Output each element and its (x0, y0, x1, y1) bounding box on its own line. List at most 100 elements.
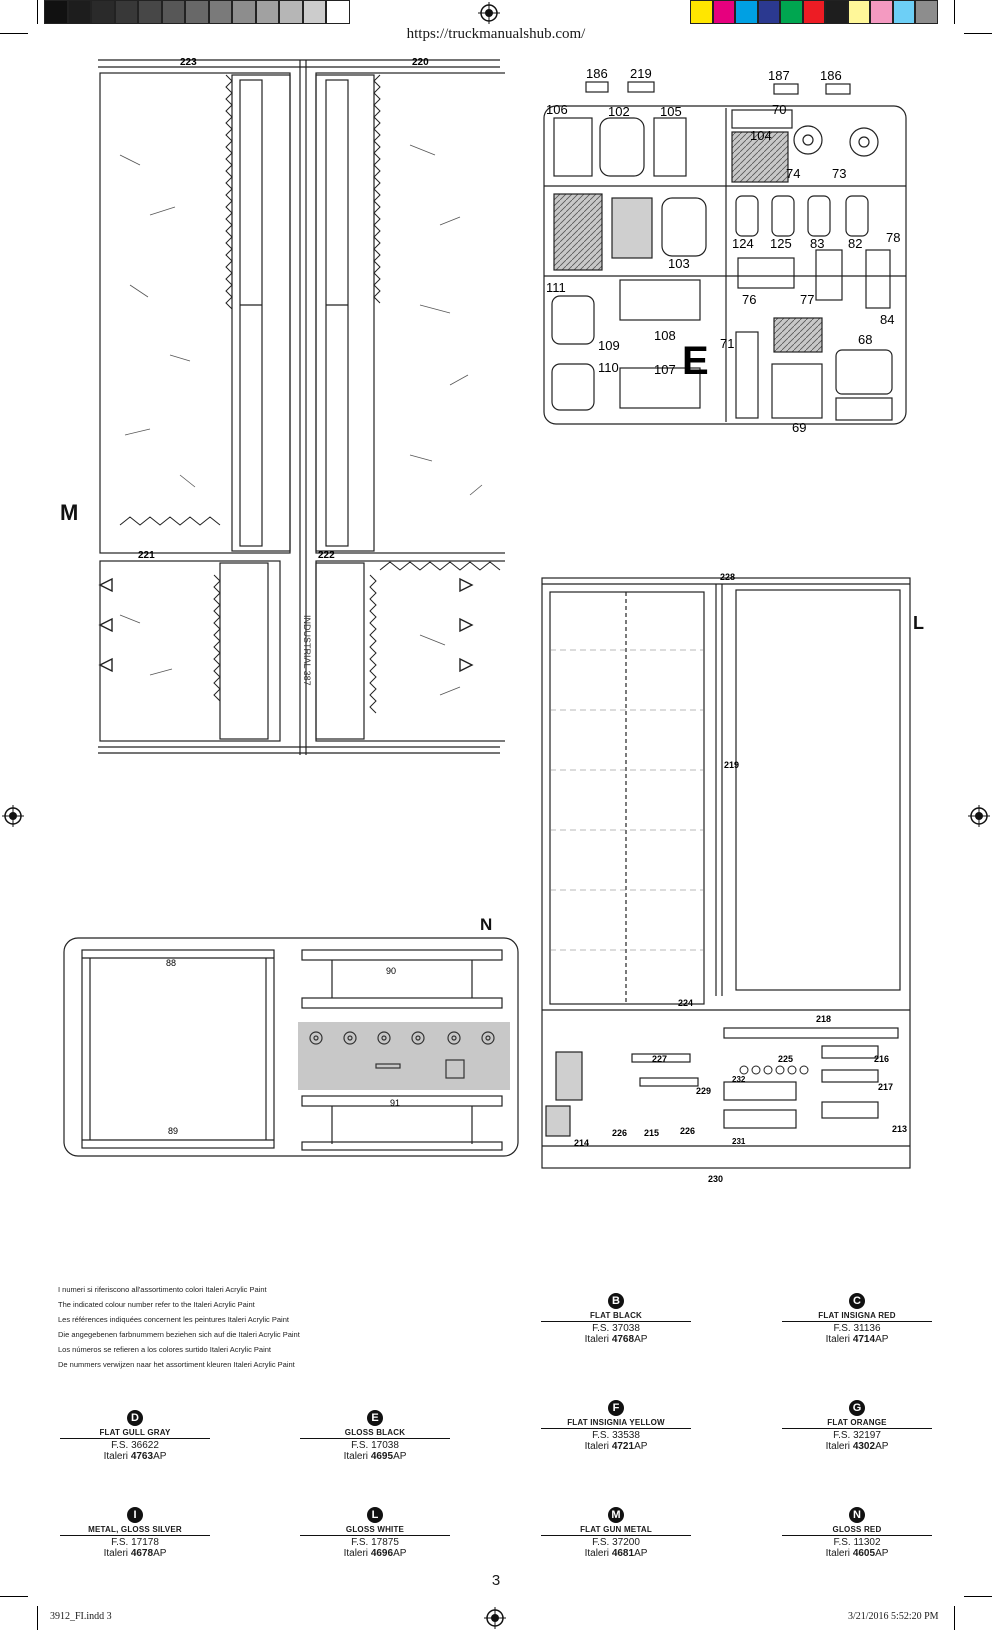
paint-suffix: AP (634, 1334, 648, 1345)
part-label: 215 (644, 1128, 659, 1138)
paint-code-badge: L (367, 1507, 383, 1523)
part-label: 216 (874, 1054, 889, 1064)
part-label: 125 (770, 236, 792, 251)
paint-name: Flat Insignia Yellow (541, 1418, 691, 1429)
gray-swatch (67, 0, 91, 24)
note-fr: Les références indiquées concernent les … (58, 1315, 289, 1324)
color-swatch (690, 0, 713, 24)
paint-fs: F.S. 37200 (592, 1537, 640, 1548)
gray-swatch (91, 0, 115, 24)
part-label: 76 (742, 292, 756, 307)
registration-mark-icon (2, 805, 24, 827)
part-label: 226 (680, 1126, 695, 1136)
part-label: 186 (586, 68, 608, 81)
paint-c: C Flat Insigna Red F.S. 31136 Italeri 47… (782, 1293, 932, 1345)
paint-fs: F.S. 31136 (833, 1323, 881, 1334)
crop-mark (954, 1606, 955, 1630)
paint-brand: Italeri (584, 1441, 610, 1452)
paint-brand: Italeri (825, 1548, 851, 1559)
part-label: 89 (168, 1126, 178, 1136)
part-label: 104 (750, 128, 772, 143)
paint-f: F Flat Insignia Yellow F.S. 33538 Italer… (541, 1400, 691, 1452)
registration-mark-icon (478, 2, 500, 24)
paint-i: I Metal, Gloss Silver F.S. 17178 Italeri… (60, 1507, 210, 1559)
paint-m: M Flat Gun Metal F.S. 37200 Italeri 4681… (541, 1507, 691, 1559)
paint-brand: Italeri (103, 1548, 129, 1559)
page-number: 3 (491, 1572, 501, 1589)
part-label: 219 (724, 760, 739, 770)
paint-suffix: AP (393, 1451, 407, 1462)
paint-fs: F.S. 17178 (111, 1537, 159, 1548)
part-label: 213 (892, 1124, 907, 1134)
paint-brand: Italeri (584, 1334, 610, 1345)
part-label: 232 (732, 1075, 746, 1084)
paint-name: Flat Black (541, 1311, 691, 1322)
paint-suffix: AP (393, 1548, 407, 1559)
part-label: 226 (612, 1128, 627, 1138)
registration-mark-icon (484, 1607, 506, 1629)
paint-l: L Gloss White F.S. 17875 Italeri 4696AP (300, 1507, 450, 1559)
paint-number: 4763 (130, 1451, 154, 1462)
sheet-letter-e: E (682, 339, 709, 383)
part-label: 69 (792, 420, 806, 435)
gray-swatch (138, 0, 162, 24)
part-label: 91 (390, 1098, 400, 1108)
paint-fs: F.S. 17875 (351, 1537, 399, 1548)
part-label: 124 (732, 236, 754, 251)
color-swatch (712, 0, 735, 24)
part-label: 187 (768, 68, 790, 83)
part-label: 103 (668, 256, 690, 271)
paint-name: Flat Gull Gray (60, 1428, 210, 1439)
part-label: 218 (816, 1014, 831, 1024)
color-swatch (915, 0, 938, 24)
crop-mark (37, 0, 38, 24)
paint-code-badge: N (849, 1507, 865, 1523)
paint-code-badge: I (127, 1507, 143, 1523)
part-label: 227 (652, 1054, 667, 1064)
paint-b: B Flat Black F.S. 37038 Italeri 4768AP (541, 1293, 691, 1345)
color-swatch (870, 0, 893, 24)
paint-fs: F.S. 32197 (833, 1430, 881, 1441)
part-label: 88 (166, 958, 176, 968)
paint-brand: Italeri (825, 1441, 851, 1452)
paint-code-badge: C (849, 1293, 865, 1309)
part-label: 105 (660, 104, 682, 119)
paint-number: 4696 (370, 1548, 394, 1559)
paint-fs: F.S. 37038 (592, 1323, 640, 1334)
part-label: 84 (880, 312, 894, 327)
footer-filename: 3912_FI.indd 3 (50, 1611, 112, 1622)
paint-fs: F.S. 17038 (351, 1440, 399, 1451)
paint-suffix: AP (153, 1451, 167, 1462)
part-label: 225 (778, 1054, 793, 1064)
paint-number: 4678 (130, 1548, 154, 1559)
part-label: 111 (546, 280, 566, 295)
part-label: 68 (858, 332, 872, 347)
gray-swatch (114, 0, 138, 24)
note-de: Die angegebenen farbnummern beziehen sic… (58, 1330, 300, 1339)
paint-name: Gloss Black (300, 1428, 450, 1439)
part-label: 219 (630, 68, 652, 81)
paint-fs: F.S. 36622 (111, 1440, 159, 1451)
sheet-m-stamp: INDUSTRIAL 387 (302, 615, 312, 686)
sheet-letter-n: N (480, 915, 493, 934)
color-swatch (735, 0, 758, 24)
paint-code-badge: E (367, 1410, 383, 1426)
color-swatch (757, 0, 780, 24)
paint-suffix: AP (153, 1548, 167, 1559)
footer-timestamp: 3/21/2016 5:52:20 PM (848, 1611, 939, 1622)
paint-suffix: AP (875, 1334, 889, 1345)
paint-n: N Gloss Red F.S. 11302 Italeri 4605AP (782, 1507, 932, 1559)
part-label: 107 (654, 362, 676, 377)
note-nl: De nummers verwijzen naar het assortimen… (58, 1360, 295, 1369)
color-swatch (802, 0, 825, 24)
crop-mark (964, 33, 992, 34)
part-label: 71 (720, 336, 734, 351)
color-swatch (780, 0, 803, 24)
source-url[interactable]: https://truckmanualshub.com/ (406, 26, 586, 42)
paint-g: G Flat Orange F.S. 32197 Italeri 4302AP (782, 1400, 932, 1452)
paint-brand: Italeri (343, 1548, 369, 1559)
gray-swatch (279, 0, 303, 24)
paint-d: D Flat Gull Gray F.S. 36622 Italeri 4763… (60, 1410, 210, 1462)
part-label: 74 (786, 166, 800, 181)
sprue-sheet-m: INDUSTRIAL 387 223 220 221 222 (98, 57, 505, 755)
